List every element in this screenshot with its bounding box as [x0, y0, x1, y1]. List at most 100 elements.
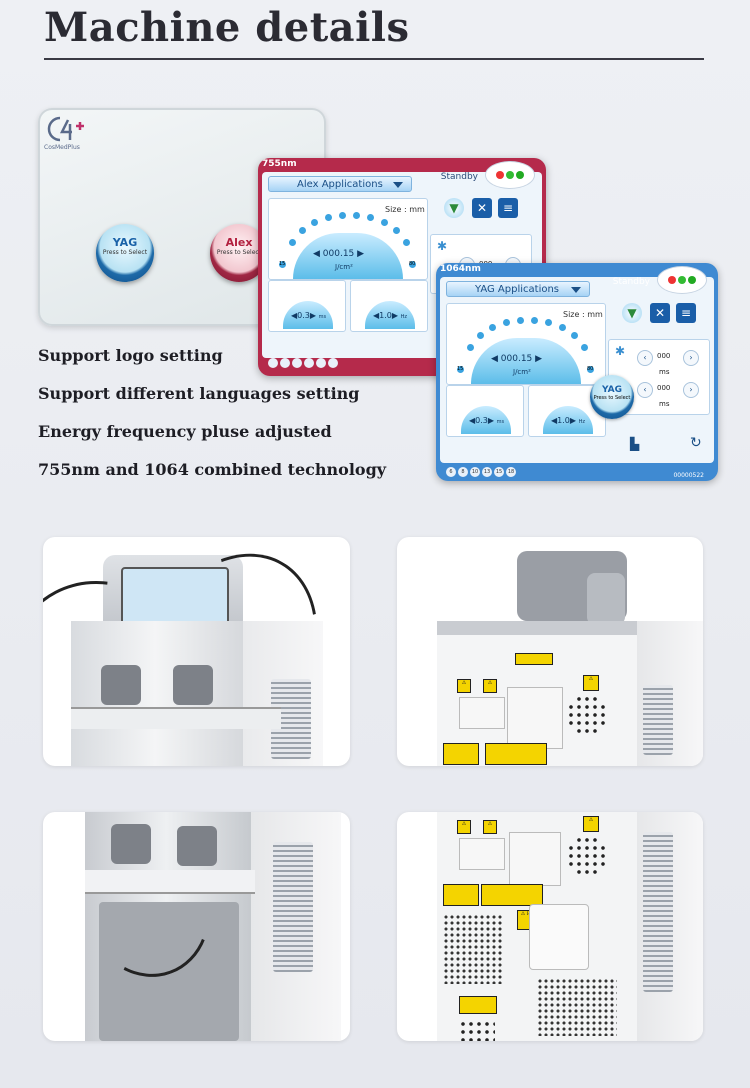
warning-label: [485, 743, 547, 765]
footer-number[interactable]: 18: [506, 467, 516, 477]
pulse-unit: ms: [496, 419, 505, 425]
fluence-value: 000.15: [322, 249, 355, 259]
alex-wavelength: 755nm: [262, 159, 297, 169]
footer-number[interactable]: 15: [494, 467, 504, 477]
red-light-icon: [668, 276, 676, 284]
page-title: Machine details: [44, 4, 410, 51]
yag-status: Standby: [612, 277, 650, 287]
delay1-unit: ms: [659, 368, 670, 376]
handpiece-holder: [177, 826, 217, 866]
warning-icon: ⚠: [457, 820, 471, 834]
cooling-icon: ✱: [437, 239, 448, 253]
feature-item: Support different languages setting: [38, 384, 360, 403]
yag-select-button[interactable]: YAG Press to Select: [590, 375, 634, 419]
yag-button-sub: Press to Select: [102, 249, 148, 256]
yag-button-label: YAG: [601, 385, 622, 395]
green-light-icon: [506, 171, 514, 179]
alex-application-select[interactable]: Alex Applications: [268, 176, 412, 192]
feature-item: Energy frequency pluse adjusted: [38, 422, 332, 441]
scale-max: 80: [409, 261, 416, 268]
feature-item: Support logo setting: [38, 346, 223, 365]
decrease-button[interactable]: ‹: [637, 382, 653, 398]
status-lights: [486, 162, 534, 188]
increase-button[interactable]: ›: [683, 350, 699, 366]
scale-min: 15: [457, 366, 464, 373]
speaker-grille: [567, 836, 607, 876]
pulse-unit: ms: [318, 314, 327, 320]
delay2-value: 000: [657, 384, 671, 392]
speaker-grille: [567, 695, 607, 735]
warning-label: [515, 653, 553, 665]
machine-back-lower-photo: ⚠ ⚠ ⚠ ⚠ H₂O: [397, 812, 703, 1041]
warning-label: [459, 996, 497, 1014]
pulse-value: 0.3: [475, 416, 488, 425]
footer-number[interactable]: 8: [458, 467, 468, 477]
info-label: [509, 832, 561, 886]
footer-number[interactable]: 6: [446, 467, 456, 477]
footer-number[interactable]: 13: [482, 467, 492, 477]
side-vent: [273, 842, 313, 972]
freq-value: 1.0: [379, 311, 392, 320]
warning-icon: ⚠: [457, 679, 471, 693]
yag-wavelength: 1064nm: [440, 264, 481, 274]
side-vent: [643, 685, 673, 755]
serial-number: 00000522: [673, 472, 704, 479]
increase-button[interactable]: ›: [683, 382, 699, 398]
yag-button-label: YAG: [112, 236, 138, 249]
warning-icon: ⚠: [583, 675, 599, 691]
scale-min: 15: [279, 261, 286, 268]
info-label: [459, 838, 505, 870]
front-panel: [99, 902, 239, 1041]
yag-fluence-panel: Size : mm ◀ 000.15 ▶ J/cm² 15 80: [446, 303, 606, 385]
handpiece-holder: [111, 824, 151, 864]
warning-label: [443, 743, 479, 765]
tools-icon[interactable]: ✕: [472, 198, 492, 218]
menu-icon[interactable]: ≡: [498, 198, 518, 218]
red-light-icon: [496, 171, 504, 179]
vent-grille: [537, 978, 617, 1036]
size-label: Size :: [563, 310, 585, 319]
scale-max: 80: [587, 366, 594, 373]
aim-icon[interactable]: ▼: [444, 198, 464, 218]
machine-back-top-photo: ⚠ ⚠ ⚠: [397, 537, 703, 766]
green-light-icon: [678, 276, 686, 284]
warning-icon: ⚠: [583, 816, 599, 832]
yag-select-button[interactable]: YAG Press to Select: [96, 224, 154, 282]
tools-icon[interactable]: ✕: [650, 303, 670, 323]
aim-icon[interactable]: ▼: [622, 303, 642, 323]
yag-screen: 1064nm Standby YAG Applications Size : m…: [436, 263, 718, 481]
menu-icon[interactable]: ≡: [676, 303, 696, 323]
green-light-icon: [688, 276, 696, 284]
feature-list: Support logo setting Support different l…: [38, 346, 386, 498]
machine-front-photo: [43, 537, 350, 766]
water-tank: [529, 904, 589, 970]
alex-freq-panel: ◀1.0▶ Hz: [350, 280, 428, 332]
vent-grille: [443, 914, 503, 984]
side-vent: [643, 832, 673, 992]
alex-button-label: Alex: [225, 236, 253, 249]
decrease-button[interactable]: ‹: [637, 350, 653, 366]
size-label: Size :: [385, 205, 407, 214]
handpiece-holder: [173, 665, 213, 705]
machine-front-lower-photo: [43, 812, 350, 1041]
fluence-value: 000.15: [500, 354, 533, 364]
speaker-grille: [459, 1020, 495, 1041]
alex-pulse-panel: ◀0.3▶ ms: [268, 280, 346, 332]
fluence-unit: J/cm²: [335, 263, 353, 271]
footer-number[interactable]: 10: [470, 467, 480, 477]
info-label: [507, 687, 563, 749]
freq-unit: Hz: [578, 419, 585, 425]
alex-footer: [268, 353, 340, 372]
warning-icon: ⚠: [483, 820, 497, 834]
warning-label: [481, 884, 543, 906]
pulse-value: 0.3: [297, 311, 310, 320]
title-divider: [44, 58, 704, 60]
brand-logo-icon: [47, 116, 84, 142]
yag-application-select[interactable]: YAG Applications: [446, 281, 590, 297]
cooling-icon: ✱: [615, 344, 626, 358]
freq-value: 1.0: [557, 416, 570, 425]
refresh-icon[interactable]: ↻: [690, 435, 702, 451]
yag-pulse-panel: ◀0.3▶ ms: [446, 385, 524, 437]
brand-name: CosMedPlus: [44, 144, 80, 151]
